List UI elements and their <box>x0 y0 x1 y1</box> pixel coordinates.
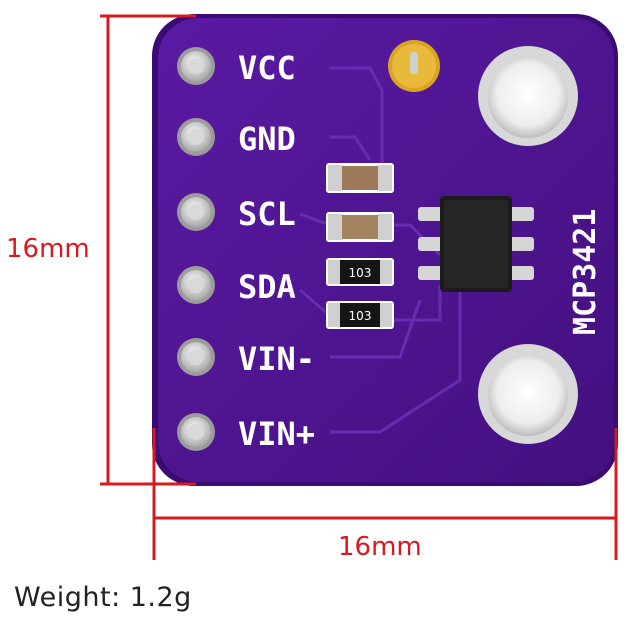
resistor-code-1: 103 <box>349 266 372 280</box>
pin-label-vin-plus: VIN+ <box>238 415 315 453</box>
resistor-1: 103 <box>326 258 394 286</box>
mcp3421-chip <box>418 196 534 292</box>
capacitor-2 <box>326 212 394 242</box>
resistor-2: 103 <box>326 301 394 329</box>
pin-label-scl: SCL <box>238 195 296 233</box>
weight-label: Weight: 1.2g <box>14 582 192 613</box>
dimension-lines <box>100 14 618 560</box>
vertical-dimension-label: 16mm <box>6 234 90 264</box>
chip-label: MCP3421 <box>568 209 603 335</box>
pin-label-vcc: VCC <box>238 49 296 87</box>
mounting-hole-top <box>478 46 578 146</box>
gold-test-pad <box>388 40 440 92</box>
capacitor-1 <box>326 163 394 193</box>
horizontal-dimension-label: 16mm <box>338 532 422 562</box>
mounting-hole-bottom <box>478 344 578 444</box>
pin-label-vin-minus: VIN- <box>238 340 315 378</box>
resistor-code-2: 103 <box>349 309 372 323</box>
pin-label-gnd: GND <box>238 120 296 158</box>
header-pads <box>177 47 215 451</box>
pin-label-sda: SDA <box>238 268 296 306</box>
